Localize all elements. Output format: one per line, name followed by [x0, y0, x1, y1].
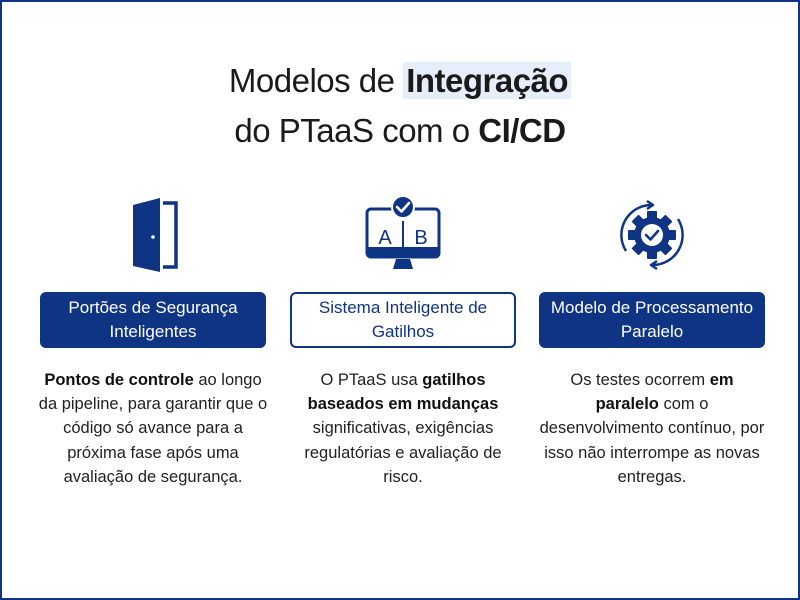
- label-security-gates: Portões de Segurança Inteligentes: [40, 292, 266, 348]
- title-line-1: Modelos de Integração: [0, 56, 800, 106]
- title-line-1-prefix: Modelos de: [228, 62, 404, 99]
- desc-text: ao longo da pipeline, para garantir que …: [38, 371, 268, 486]
- label-trigger-system: Sistema Inteligente de Gatilhos: [290, 292, 516, 348]
- page-title: Modelos de Integração do PTaaS com o CI/…: [0, 56, 800, 156]
- desc-text-lead: O PTaaS usa: [320, 371, 423, 389]
- gear-check-cycle-icon: [532, 190, 772, 280]
- desc-text: com o desenvolvimento contínuo, por isso…: [539, 395, 765, 486]
- desc-bold: em paralelo: [595, 371, 734, 414]
- desc-security-gates: Pontos de controle ao longo da pipeline,…: [38, 368, 268, 489]
- column-trigger-system: A B Sistema Inteligente de Gatilhos O PT…: [283, 190, 523, 489]
- title-line-2: do PTaaS com o CI/CD: [0, 106, 800, 156]
- open-door-icon: [33, 190, 273, 280]
- title-bold: CI/CD: [478, 112, 566, 149]
- icon-letter-b: B: [414, 227, 427, 249]
- column-parallel-processing: Modelo de Processamento Paralelo Os test…: [532, 190, 772, 489]
- desc-text: significativas, exigências regulatórias …: [304, 419, 502, 486]
- desc-text-lead: Os testes ocorrem: [570, 371, 710, 389]
- desc-trigger-system: O PTaaS usa gatilhos baseados em mudança…: [288, 368, 518, 489]
- title-highlight: Integração: [403, 62, 572, 99]
- label-parallel-processing: Modelo de Processamento Paralelo: [539, 292, 765, 348]
- title-line-2-prefix: do PTaaS com o: [234, 112, 479, 149]
- desc-bold: Pontos de controle: [44, 371, 194, 389]
- column-security-gates: Portões de Segurança Inteligentes Pontos…: [33, 190, 273, 489]
- ab-test-monitor-check-icon: A B: [283, 190, 523, 280]
- desc-parallel-processing: Os testes ocorrem em paralelo com o dese…: [537, 368, 767, 489]
- icon-letter-a: A: [378, 227, 392, 249]
- desc-bold: gatilhos baseados em mudanças: [307, 371, 499, 414]
